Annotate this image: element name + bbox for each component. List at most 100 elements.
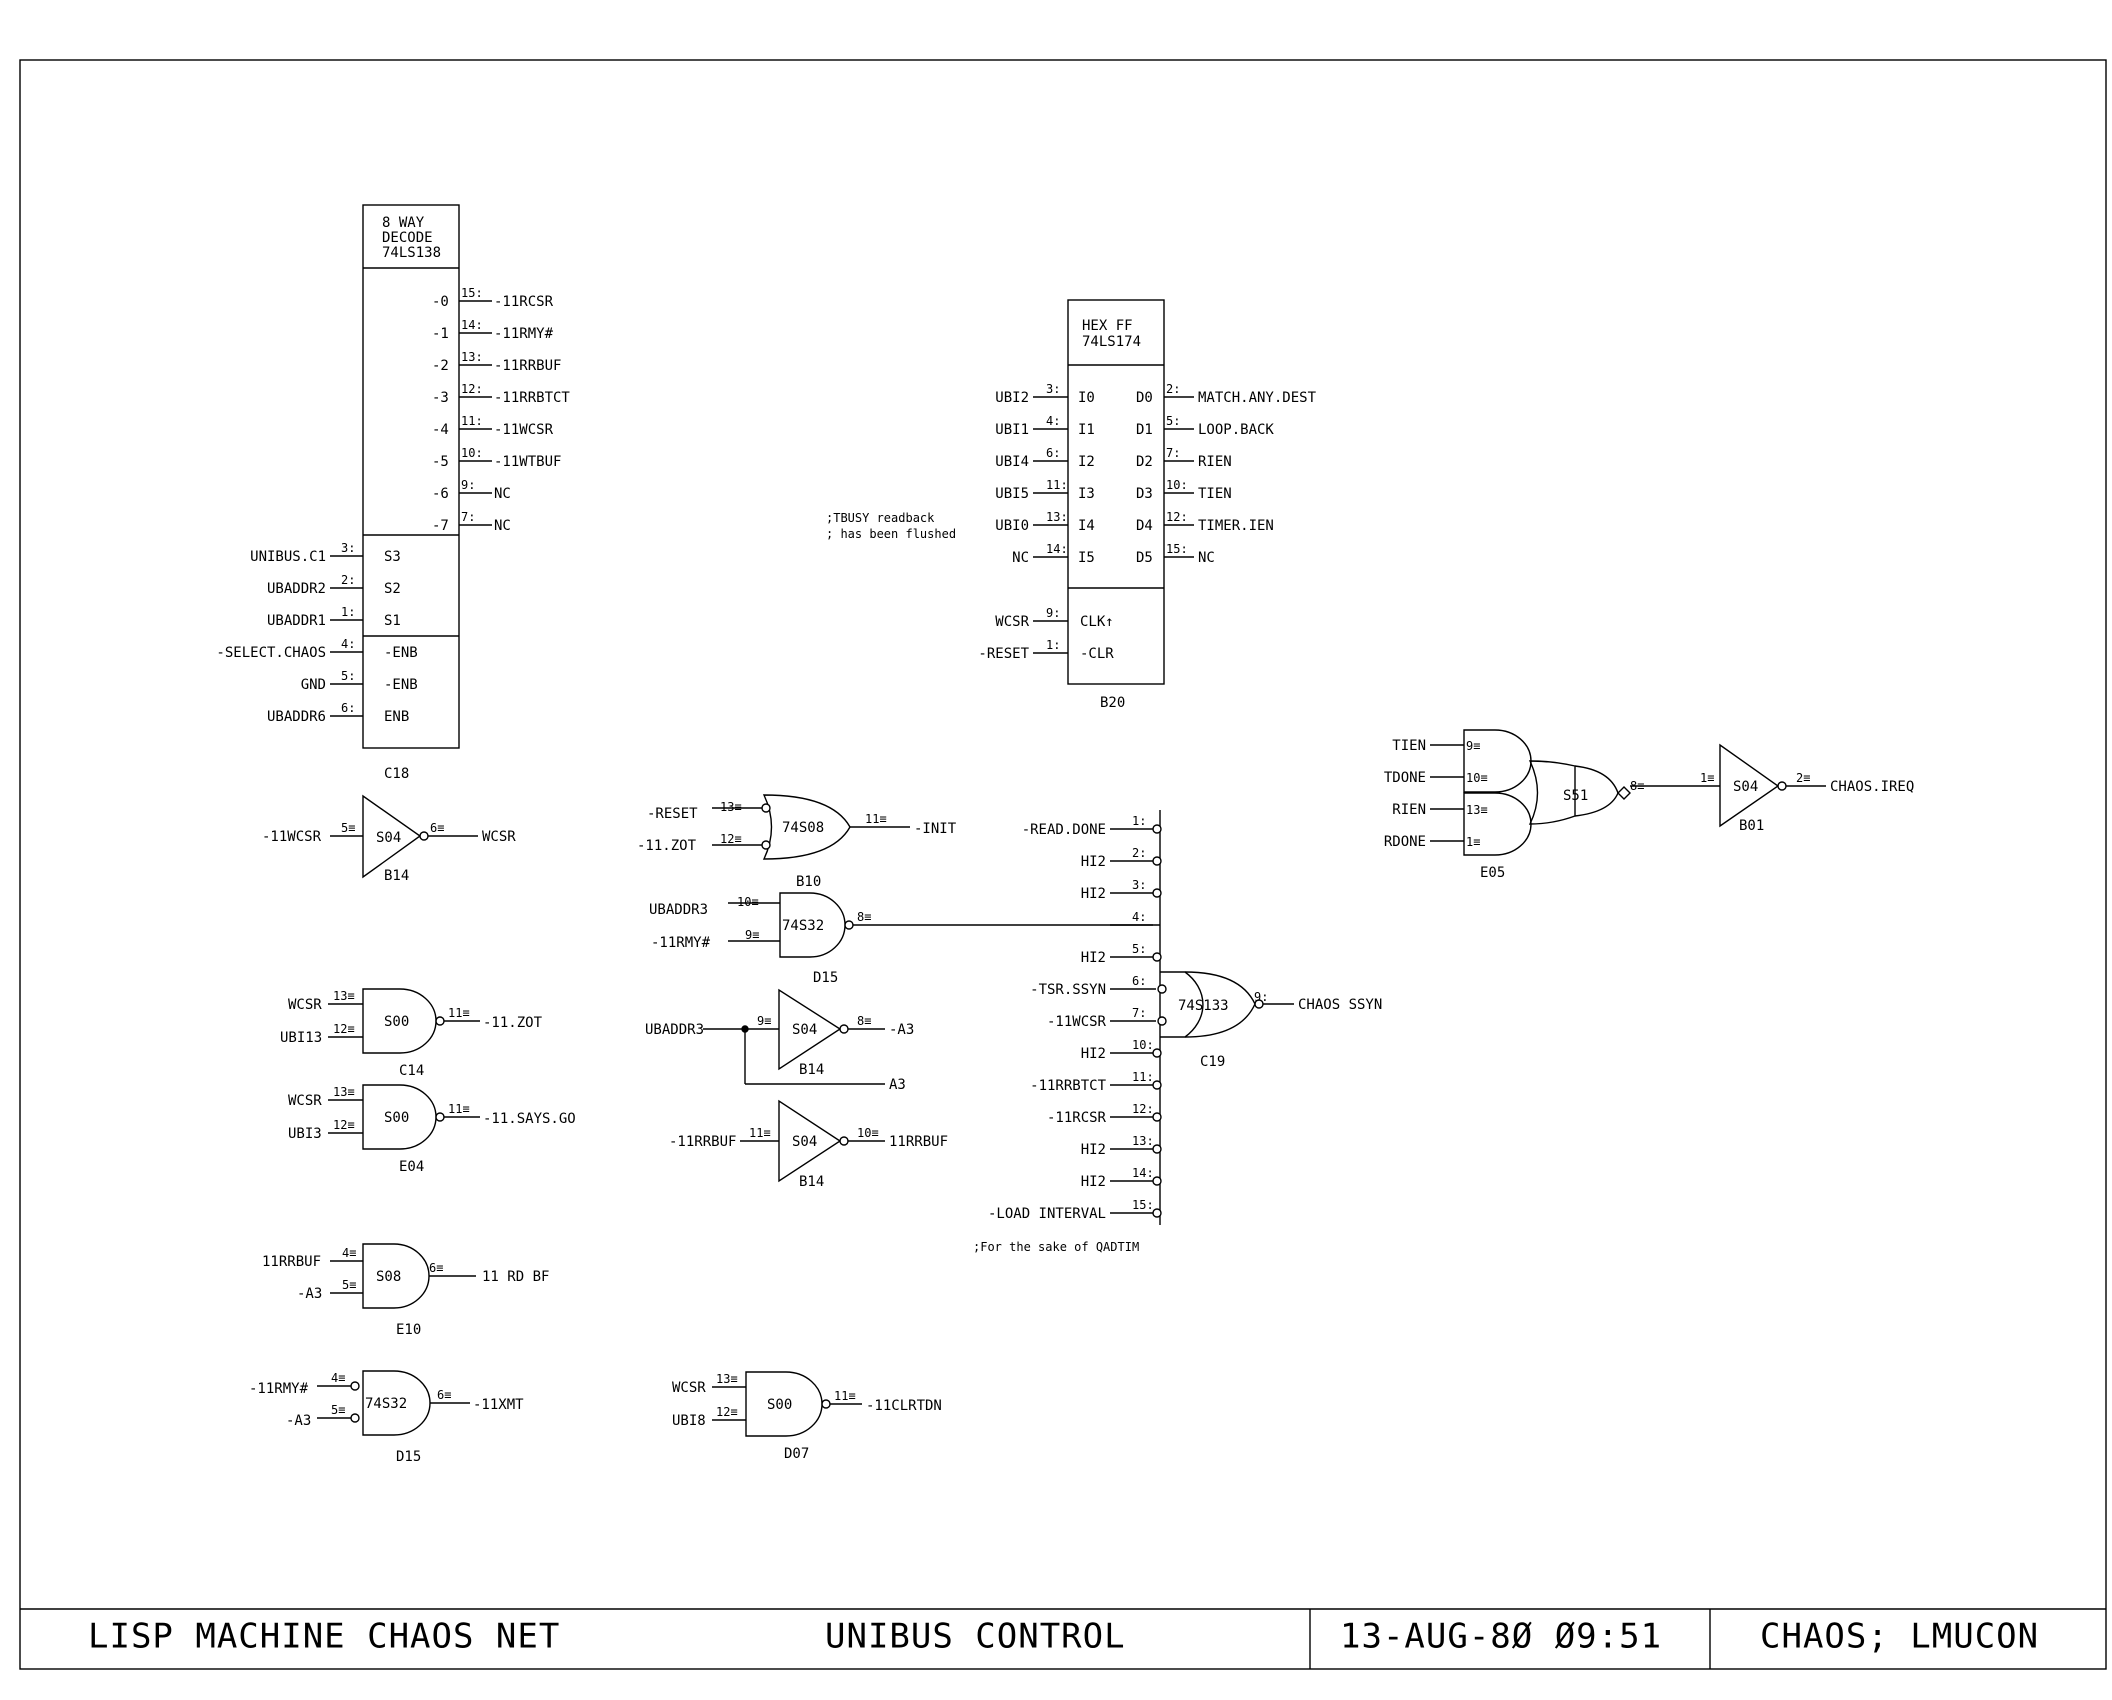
c18-output-label: -6 xyxy=(432,486,449,502)
b14b-out-pin: 8≡ xyxy=(857,1014,871,1028)
c18-output-label: -2 xyxy=(432,358,449,374)
e05-in-net: TDONE xyxy=(1384,770,1426,786)
c18-output-net: -11WCSR xyxy=(494,422,554,438)
b20-out-pin: 15: xyxy=(1166,542,1188,556)
e05-in-pin: 10≡ xyxy=(1466,771,1488,785)
b20-in-pin: 13: xyxy=(1046,510,1068,524)
b20-out-pin: 10: xyxy=(1166,478,1188,492)
c18-input-net: GND xyxy=(301,677,326,693)
e04-in1-pin: 13≡ xyxy=(333,1085,355,1099)
d07-ref: D07 xyxy=(784,1446,809,1462)
c14-in1-pin: 13≡ xyxy=(333,989,355,1003)
c19-in-net: HI2 xyxy=(1081,1142,1106,1158)
c18-input-label: S3 xyxy=(384,549,401,565)
d15a-ref: D15 xyxy=(813,970,838,986)
b20-in-pin: 14: xyxy=(1046,542,1068,556)
c19-in-bubble xyxy=(1152,1208,1162,1218)
b20-in-label: I1 xyxy=(1078,422,1095,438)
e05-out-pin: 8≡ xyxy=(1630,779,1644,793)
e10-and: S08 E10 11RRBUF 4≡ -A3 5≡ 6≡ 11 RD BF xyxy=(262,1243,549,1338)
c18-output-net: -11RCSR xyxy=(494,294,554,310)
b10-in1-net: -RESET xyxy=(647,806,698,822)
c18-output-net: -11RRBTCT xyxy=(494,390,570,406)
c19-in-net: HI2 xyxy=(1081,886,1106,902)
e05-ref: E05 xyxy=(1480,865,1505,881)
b10-part: 74S08 xyxy=(782,820,824,836)
e04-in1-net: WCSR xyxy=(288,1093,322,1109)
b20-in-pin: 4: xyxy=(1046,414,1060,428)
b10-out-net: -INIT xyxy=(914,821,957,837)
b20-out-pin: 2: xyxy=(1166,382,1180,396)
c18-ref: C18 xyxy=(384,766,409,782)
b14a-part: S04 xyxy=(376,830,401,846)
c18-output-pin: 12: xyxy=(461,382,483,396)
c14-out-net: -11.ZOT xyxy=(483,1015,543,1031)
b01-ref: B01 xyxy=(1739,818,1764,834)
c19-in-pin: 12: xyxy=(1132,1102,1154,1116)
b01-part: S04 xyxy=(1733,779,1758,795)
b14-inverter-rrbuf: S04 B14 -11RRBUF 11≡ 10≡ 11RRBUF xyxy=(669,1099,948,1190)
title-block: LISP MACHINE CHAOS NET UNIBUS CONTROL 13… xyxy=(20,1608,2106,1669)
e10-part: S08 xyxy=(376,1269,401,1285)
d15b-in1-pin: 4≡ xyxy=(331,1371,345,1385)
c18-input-net: -SELECT.CHAOS xyxy=(216,645,326,661)
b14b-in-pin: 9≡ xyxy=(757,1014,771,1028)
b20-in-net: UBI5 xyxy=(995,486,1029,502)
d15b-in2-pin: 5≡ xyxy=(331,1403,345,1417)
e05-in-net: TIEN xyxy=(1392,738,1426,754)
c18-output-pin: 10: xyxy=(461,446,483,460)
title-project: LISP MACHINE CHAOS NET xyxy=(88,1617,560,1657)
b20-out-label: D0 xyxy=(1136,390,1153,406)
c18-output-pin: 9: xyxy=(461,478,475,492)
c18-input-label: S1 xyxy=(384,613,401,629)
b20-out-label: D3 xyxy=(1136,486,1153,502)
b20-out-label: D2 xyxy=(1136,454,1153,470)
d07-in1-net: WCSR xyxy=(672,1380,706,1396)
c19-in-bubble xyxy=(1157,984,1167,994)
c19-in-bubble xyxy=(1152,1144,1162,1154)
b20-out-net: MATCH.ANY.DEST xyxy=(1198,390,1317,406)
b20-ctrl-label: -CLR xyxy=(1080,646,1114,662)
b10-out-pin: 11≡ xyxy=(865,812,887,826)
c19-output-net: CHAOS SSYN xyxy=(1298,997,1382,1013)
c18-input-pin: 6: xyxy=(341,701,355,715)
d15-gate-a: 74S32 D15 UBADDR3 10≡ -11RMY# 9≡ 8≡ xyxy=(649,892,1160,986)
b20-header-1: HEX FF xyxy=(1082,318,1133,334)
c18-header-1: 8 WAY xyxy=(382,215,425,231)
c19-in-pin: 1: xyxy=(1132,814,1146,828)
b14b-out-net: -A3 xyxy=(889,1022,914,1038)
b10-ref: B10 xyxy=(796,874,821,890)
d07-in2-net: UBI8 xyxy=(672,1413,706,1429)
b20-in-net: UBI4 xyxy=(995,454,1029,470)
b20-out-label: D5 xyxy=(1136,550,1153,566)
c19-in-bubble xyxy=(1152,888,1162,898)
d15a-in1-pin: 10≡ xyxy=(737,895,759,909)
c19-in-pin: 10: xyxy=(1132,1038,1154,1052)
b20-out-pin: 5: xyxy=(1166,414,1180,428)
d15b-out-pin: 6≡ xyxy=(437,1388,451,1402)
b20-comment-1: ;TBUSY readback xyxy=(826,511,935,525)
c18-output-net: -11RMY# xyxy=(494,326,554,342)
b20-in-net: UBI2 xyxy=(995,390,1029,406)
b20-in-pin: 11: xyxy=(1046,478,1068,492)
c19-in-net: HI2 xyxy=(1081,1046,1106,1062)
e05-part: S51 xyxy=(1563,788,1588,804)
b20-in-net: NC xyxy=(1012,550,1029,566)
c19-in-bubble xyxy=(1157,1016,1167,1026)
c18-output-net: -11RRBUF xyxy=(494,358,561,374)
b20-in-pin: 3: xyxy=(1046,382,1060,396)
d15b-ref: D15 xyxy=(396,1449,421,1465)
b14c-out-net: 11RRBUF xyxy=(889,1134,948,1150)
c19-in-net: -11WCSR xyxy=(1047,1014,1107,1030)
c19-nand13: 74S133 C19 9: CHAOS SSYN ;For the sake o… xyxy=(973,810,1382,1254)
c18-output-net: NC xyxy=(494,518,511,534)
b01-inverter: S04 B01 1≡ 2≡ CHAOS.IREQ xyxy=(1700,743,1914,834)
e04-part: S00 xyxy=(384,1110,409,1126)
c19-in-net: -READ.DONE xyxy=(1022,822,1106,838)
c19-in-bubble xyxy=(1152,824,1162,834)
b14b-ref: B14 xyxy=(799,1062,824,1078)
b20-out-pin: 12: xyxy=(1166,510,1188,524)
c18-decoder: 8 WAY DECODE 74LS138 C18 -015:-11RCSR-11… xyxy=(216,204,570,782)
c18-header-2: DECODE xyxy=(382,230,433,246)
